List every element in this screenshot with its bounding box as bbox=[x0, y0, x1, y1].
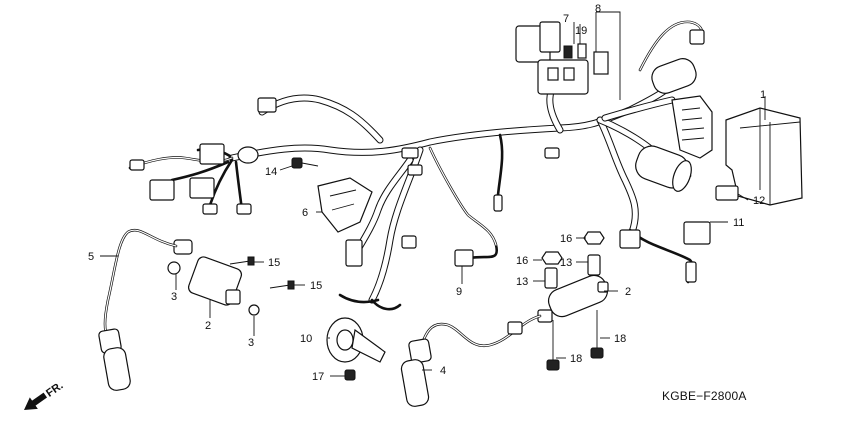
fuse-cover-8 bbox=[593, 51, 609, 75]
connector-left-cluster-d bbox=[129, 159, 145, 171]
callout-16-b: 16 bbox=[560, 233, 572, 245]
nut-16a bbox=[541, 251, 563, 265]
callout-18-b: 18 bbox=[614, 333, 626, 345]
callout-3-b: 3 bbox=[248, 337, 254, 349]
spark-plug-cap-right bbox=[400, 338, 432, 407]
bolt-18b bbox=[590, 310, 604, 359]
callout-4: 4 bbox=[440, 365, 446, 377]
connector-mid-b bbox=[407, 164, 423, 176]
callout-14: 14 bbox=[265, 166, 277, 178]
fuse-box-assembly bbox=[515, 21, 609, 95]
callout-5: 5 bbox=[88, 251, 94, 263]
fuse-7 bbox=[563, 45, 573, 59]
connector-top-right bbox=[689, 29, 705, 45]
bracket-6 bbox=[317, 177, 373, 233]
control-module-1 bbox=[725, 107, 803, 206]
nut-16b bbox=[583, 231, 605, 245]
fr-label: FR. bbox=[44, 380, 65, 400]
horn-10 bbox=[326, 317, 386, 363]
connector-right-lower bbox=[619, 229, 641, 249]
callout-16-a: 16 bbox=[516, 255, 528, 267]
connector-lower-mid bbox=[401, 235, 417, 249]
collar-13b bbox=[587, 254, 601, 276]
bolt-18a bbox=[546, 320, 560, 371]
callout-6: 6 bbox=[302, 207, 308, 219]
collar-13a bbox=[544, 267, 558, 289]
bushing-3a bbox=[167, 261, 181, 275]
callout-leaders bbox=[100, 11, 766, 377]
bolt-14 bbox=[291, 157, 319, 169]
callout-12: 12 bbox=[753, 195, 765, 207]
connector-center bbox=[544, 147, 560, 159]
callout-1: 1 bbox=[760, 89, 766, 101]
callout-8: 8 bbox=[595, 3, 601, 15]
connector-drop bbox=[493, 194, 503, 212]
connector-left-cluster-e bbox=[202, 203, 218, 215]
callout-17: 17 bbox=[312, 371, 324, 383]
harness-connectors bbox=[129, 29, 705, 283]
diagram-code: KGBE−F2800A bbox=[662, 389, 747, 403]
lead-joint bbox=[507, 321, 523, 335]
callout-13-b: 13 bbox=[560, 257, 572, 269]
right-connector-block bbox=[671, 95, 713, 159]
callout-19: 19 bbox=[575, 25, 587, 37]
callout-2: 2 bbox=[625, 286, 631, 298]
grommet-left bbox=[237, 146, 259, 164]
connector-right-tail bbox=[685, 261, 697, 283]
connector-9 bbox=[454, 249, 474, 267]
callout-18-a: 18 bbox=[570, 353, 582, 365]
callout-3-a: 3 bbox=[171, 291, 177, 303]
spark-plug-cap-left bbox=[98, 328, 131, 391]
connector-left-cluster-f bbox=[236, 203, 252, 215]
connector-lower-left bbox=[345, 239, 363, 267]
front-direction-arrow: FR. bbox=[24, 380, 65, 410]
callout-15-a: 15 bbox=[268, 257, 280, 269]
connector-left-cluster-b bbox=[149, 179, 175, 201]
bolt-15b bbox=[269, 280, 295, 290]
bushing-3b bbox=[248, 304, 260, 316]
callout-7: 7 bbox=[563, 13, 569, 25]
connector-top-left bbox=[257, 97, 277, 113]
connector-left-cluster-c bbox=[189, 177, 215, 199]
bolt-15a bbox=[229, 256, 255, 266]
ignition-coil-right bbox=[537, 274, 609, 323]
right-coils bbox=[635, 58, 697, 192]
callout-9: 9 bbox=[456, 286, 462, 298]
callout-numbers: 1 2 2 3 3 4 5 6 7 8 9 10 11 12 13 13 14 … bbox=[88, 3, 766, 383]
ignition-coil-left bbox=[173, 239, 243, 306]
connector-mid bbox=[401, 147, 419, 159]
relay-11 bbox=[683, 221, 711, 245]
callout-11: 11 bbox=[733, 217, 744, 229]
callout-2-left: 2 bbox=[205, 320, 211, 332]
callout-15-b: 15 bbox=[310, 280, 322, 292]
callout-10: 10 bbox=[300, 333, 312, 345]
relay-12 bbox=[715, 185, 739, 201]
callout-13-a: 13 bbox=[516, 276, 528, 288]
spark-plug-lead-5 bbox=[103, 229, 178, 342]
fuse-19 bbox=[577, 43, 587, 59]
bolt-17 bbox=[344, 369, 356, 381]
connector-left-cluster-a bbox=[199, 143, 225, 165]
